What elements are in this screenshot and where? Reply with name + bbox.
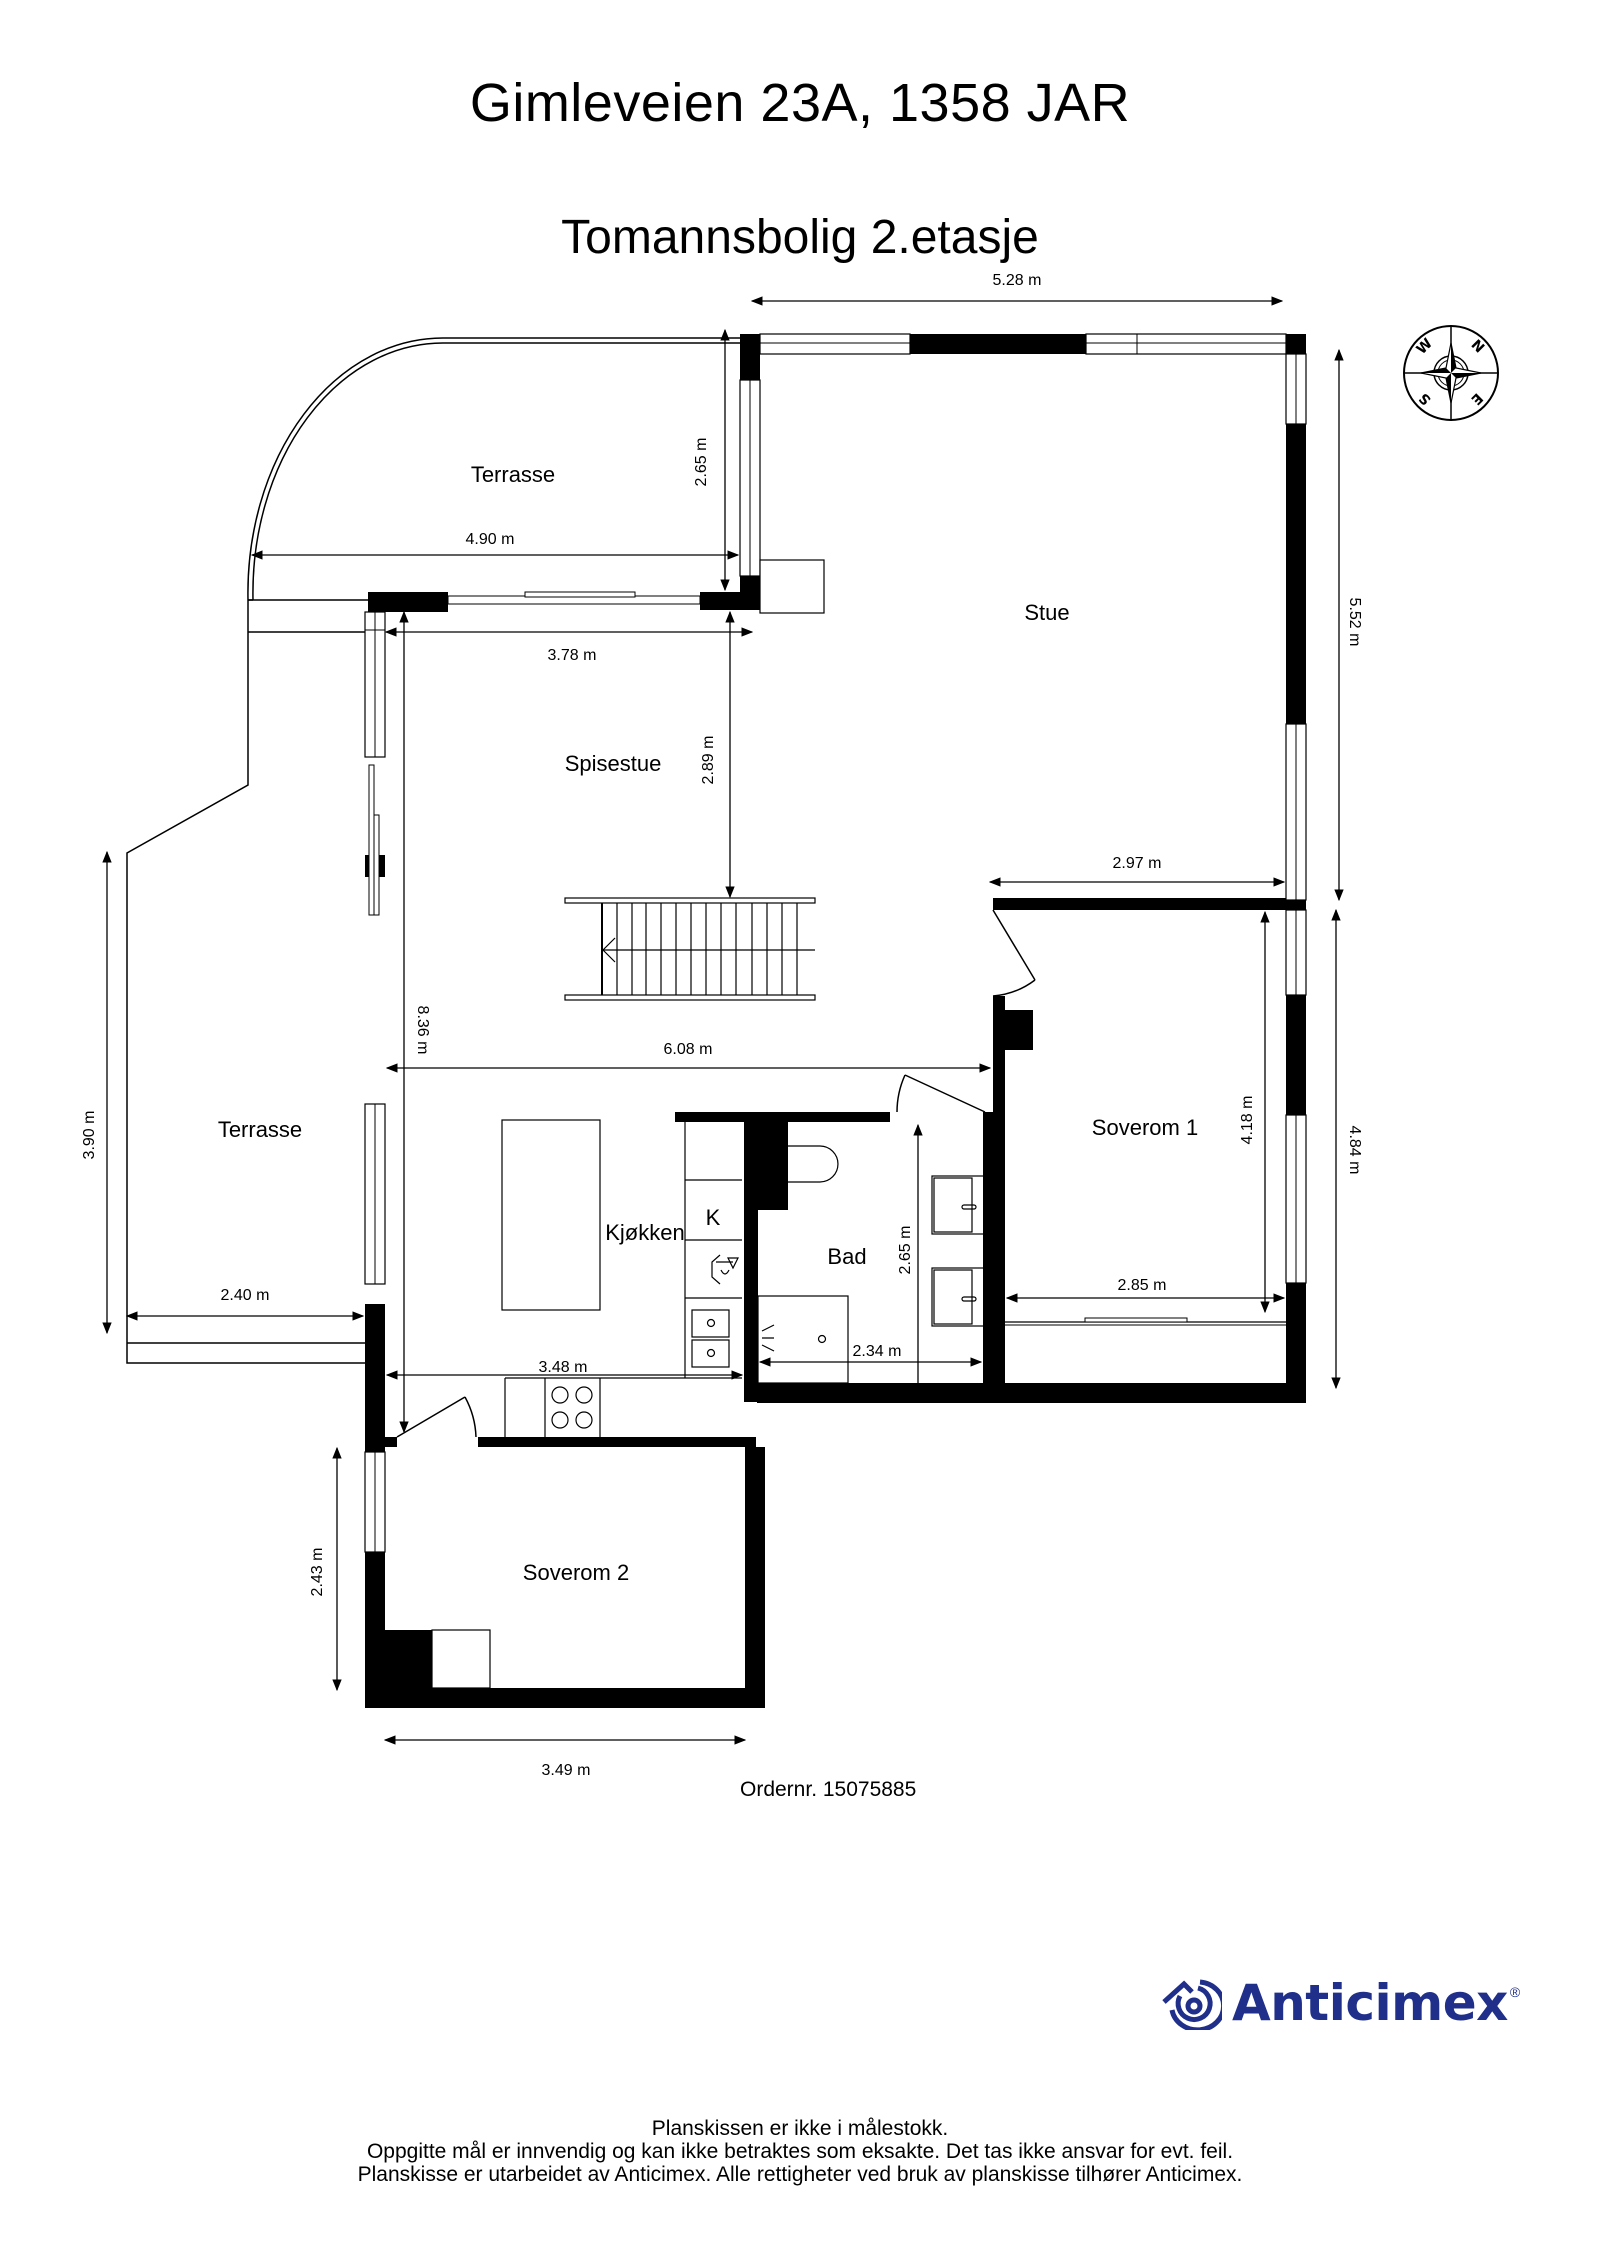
dimension-lines [102,296,1344,1745]
room-label-stue: Stue [1024,600,1069,625]
dim-bad-height: 2.65 m [897,1226,914,1275]
dim-terrasse-top-height: 2.65 m [693,438,710,487]
room-label-soverom2: Soverom 2 [523,1560,629,1585]
kitchen-island [501,1119,601,1311]
dim-terrasse-left-width: 2.40 m [221,1287,270,1304]
order-number: Ordernr. 15075885 [740,1778,917,1801]
registered-mark: ® [1509,1984,1521,2000]
dim-total-length: 8.36 m [414,1006,431,1055]
dim-terrasse-left-height: 3.90 m [81,1111,98,1160]
dim-terrasse-top-width: 4.90 m [466,531,515,548]
dim-soverom1-width: 2.85 m [1118,1277,1167,1294]
compass-rose-icon: N E S W [1403,325,1499,421]
room-label-bad: Bad [827,1244,866,1269]
terrasse-left-outline [126,632,365,1364]
svg-text:S: S [1416,389,1434,407]
room-label-terrasse-left: Terrasse [218,1117,302,1142]
floor-title: Tomannsbolig 2.etasje [561,211,1039,264]
dim-living-width: 6.08 m [664,1041,713,1058]
anticimex-logo: Anticimex ® [1160,1968,1540,2038]
address-title: Gimleveien 23A, 1358 JAR [469,73,1131,133]
room-label-spisestue: Spisestue [565,751,662,776]
svg-text:W: W [1414,336,1436,358]
dim-soverom1-height: 4.18 m [1239,1096,1256,1145]
kitchen-fridge-label: K [706,1205,721,1230]
dim-soverom2-width: 3.49 m [542,1762,591,1779]
bathroom-fixtures [757,1145,985,1384]
dim-stue-height: 5.52 m [1346,598,1363,647]
room-label-kjokken: Kjøkken [605,1220,684,1245]
disclaimer-line-1: Planskissen er ikke i målestokk. [651,2117,949,2140]
dim-soverom2-height: 2.43 m [309,1548,326,1597]
disclaimer: Planskissen er ikke i målestokk. Oppgitt… [0,2117,1600,2186]
dim-bad-width: 2.34 m [853,1343,902,1360]
brand-name: Anticimex [1232,1974,1508,2032]
disclaimer-line-2: Oppgitte mål er innvendig og kan ikke be… [366,2140,1234,2163]
staircase [564,897,816,1001]
dim-kjokken-width: 3.48 m [539,1359,588,1376]
door-swings [396,909,1036,1438]
room-label-terrasse-top: Terrasse [471,462,555,487]
disclaimer-line-3: Planskisse er utarbeidet av Anticimex. A… [357,2163,1243,2186]
svg-text:E: E [1468,390,1486,408]
anticimex-logo-icon [1162,1979,1222,2030]
room-label-soverom1: Soverom 1 [1092,1115,1198,1140]
walls [364,333,1307,1708]
dim-stue-bottom-width: 2.97 m [1113,855,1162,872]
kitchen-fixtures [501,1119,742,1437]
dim-stue-width: 5.28 m [993,272,1042,289]
dim-spisestue-width: 3.78 m [548,647,597,664]
dim-soverom1-outer-height: 4.84 m [1346,1126,1363,1175]
terrasse-top-outline [247,337,740,633]
dim-spisestue-depth: 2.89 m [700,736,717,785]
